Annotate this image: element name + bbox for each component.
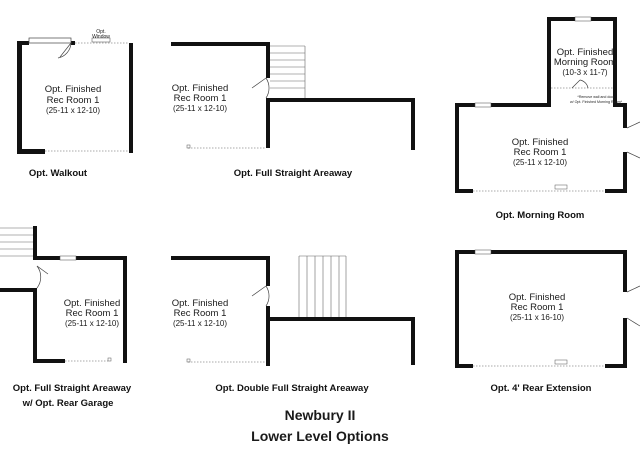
room-dimensions: (25-11 x 12-10)	[65, 319, 119, 328]
door-swing	[28, 37, 72, 59]
room-title: Opt. Finished	[64, 298, 121, 309]
plan-double-areaway: Opt. Finished Rec Room 1 (25-11 x 12-10)…	[171, 255, 415, 394]
door-swing	[571, 79, 640, 159]
window	[474, 249, 492, 255]
plan-walkout: Opt. Window Opt. Finished Rec Room 1 (25…	[17, 29, 133, 179]
room-title: Opt. Finished	[509, 292, 566, 303]
room-title-2: Rec Room 1	[514, 147, 567, 158]
room-title: Opt. Finished	[45, 84, 102, 95]
window	[574, 16, 592, 22]
door-swing	[36, 265, 49, 289]
window-label-2: Window	[92, 34, 110, 40]
areaway-stairs	[298, 255, 347, 317]
door-swing	[251, 77, 270, 99]
room-title-2: Rec Room 1	[174, 308, 227, 319]
remove-wall-note: *Remove wall and door	[577, 95, 615, 99]
rec-room-walls	[17, 41, 133, 154]
morning-room-title-2: Morning Room	[554, 57, 616, 68]
window	[474, 102, 492, 108]
document-title: Newbury II	[284, 407, 356, 423]
plan-rear-extension: Opt. Finished Rec Room 1 (25-11 x 16-10)…	[455, 249, 640, 394]
rec-room-walls	[171, 256, 415, 366]
window-label: Opt.	[96, 29, 105, 35]
plan-caption: Opt. Walkout	[29, 168, 88, 179]
plan-caption: Opt. 4' Rear Extension	[491, 383, 592, 394]
room-title-2: Rec Room 1	[66, 308, 119, 319]
rec-room-walls	[455, 103, 627, 193]
plan-caption: Opt. Full Straight Areaway	[13, 383, 132, 394]
areaway-stairs	[0, 227, 33, 257]
document-subtitle: Lower Level Options	[251, 428, 389, 444]
rec-room-walls	[455, 250, 627, 368]
rec-room-walls	[171, 42, 415, 150]
plan-caption: Opt. Double Full Straight Areaway	[215, 383, 369, 394]
morning-room-dimensions: (10-3 x 11-7)	[562, 68, 608, 77]
door-swing	[626, 285, 640, 327]
room-dimensions: (25-11 x 12-10)	[46, 106, 100, 115]
room-title-2: Rec Room 1	[47, 95, 100, 106]
plan-caption: Opt. Full Straight Areaway	[234, 168, 353, 179]
window	[91, 37, 111, 43]
morning-room-walls	[547, 17, 617, 107]
rec-room-walls	[0, 226, 127, 363]
plan-caption: Opt. Morning Room	[496, 210, 585, 221]
room-dimensions: (25-11 x 12-10)	[513, 158, 567, 167]
room-dimensions: (25-11 x 16-10)	[510, 313, 564, 322]
plan-areaway-rear-garage: Opt. Finished Rec Room 1 (25-11 x 12-10)…	[0, 226, 132, 409]
room-title: Opt. Finished	[172, 298, 229, 309]
plan-caption-2: w/ Opt. Rear Garage	[22, 398, 114, 409]
plan-morning-room: Opt. Finished Morning Room (10-3 x 11-7)…	[455, 16, 640, 221]
room-title: Opt. Finished	[512, 137, 569, 148]
room-dimensions: (25-11 x 12-10)	[173, 319, 227, 328]
morning-room-title: Opt. Finished	[557, 47, 614, 58]
plan-full-straight-areaway: Opt. Finished Rec Room 1 (25-11 x 12-10)…	[171, 42, 415, 179]
areaway-stairs	[270, 45, 306, 98]
room-dimensions: (25-11 x 12-10)	[173, 104, 227, 113]
door-swing	[251, 285, 270, 307]
room-title-2: Rec Room 1	[174, 93, 227, 104]
room-title: Opt. Finished	[172, 83, 229, 94]
window	[59, 255, 77, 261]
room-title-2: Rec Room 1	[511, 302, 564, 313]
remove-wall-note-2: w/ Opt. Finished Morning Room*	[570, 100, 623, 104]
